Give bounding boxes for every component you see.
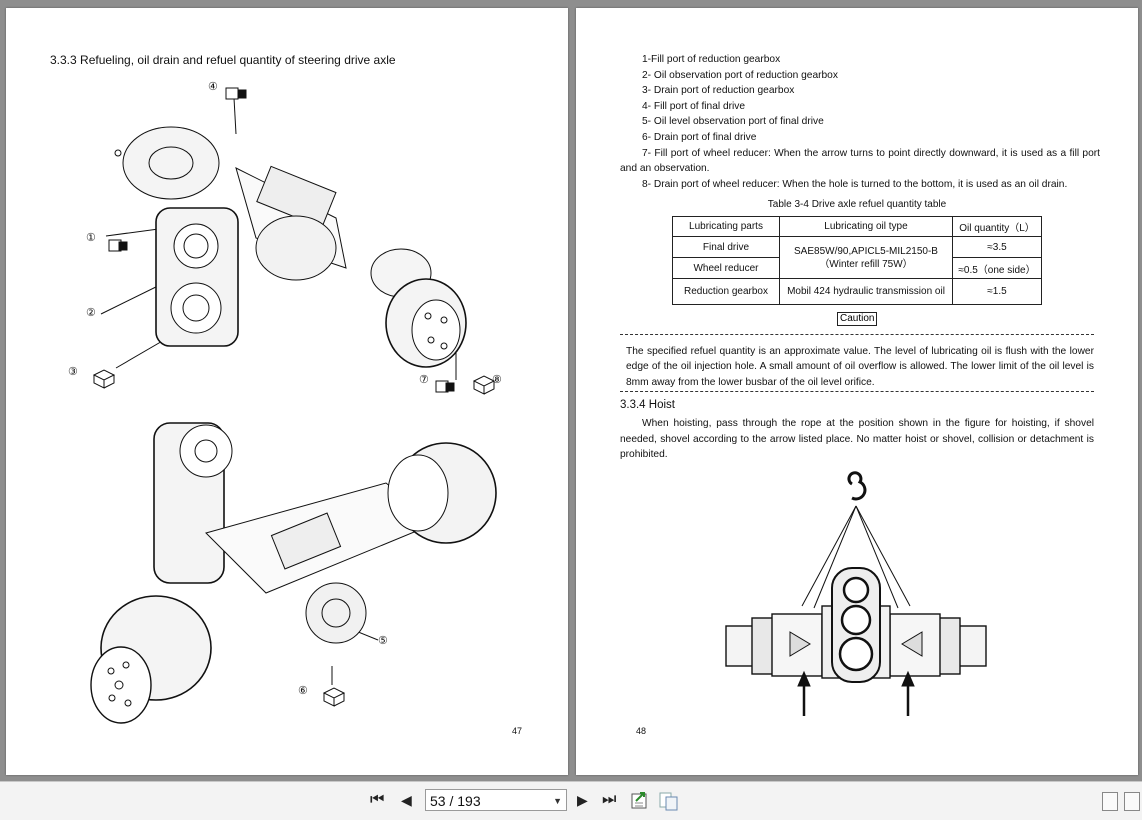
dashed-divider (620, 391, 1094, 392)
callout-4: ④ (208, 81, 218, 93)
page-48: 1-Fill port of reduction gearbox 2- Oil … (576, 8, 1138, 775)
chevron-down-icon: ▼ (553, 796, 562, 806)
table-cell: Final drive (672, 236, 780, 258)
first-page-button[interactable]: ⏮ (370, 791, 385, 808)
table-cell: Wheel reducer (672, 257, 780, 279)
list-item: 7- Fill port of wheel reducer: When the … (620, 147, 1100, 175)
table-cell: SAE85W/90,APICL5-MIL2150-B（Winter refill… (779, 236, 953, 279)
callout-3: ③ (68, 366, 78, 378)
refuel-quantity-table: Lubricating parts Lubricating oil type O… (672, 216, 1042, 305)
port-list: 1-Fill port of reduction gearbox 2- Oil … (620, 52, 1100, 192)
hoist-paragraph: When hoisting, pass through the rope at … (620, 418, 1094, 461)
next-page-button[interactable]: ▶ (577, 792, 588, 808)
two-page-view-icon[interactable] (658, 791, 680, 811)
list-item: 4- Fill port of final drive (642, 100, 746, 112)
thumbnail-icon[interactable] (1124, 792, 1140, 811)
table-cell: ≈3.5 (952, 236, 1042, 258)
last-page-button[interactable]: ⏭ (602, 791, 617, 808)
list-item: 1-Fill port of reduction gearbox (642, 54, 781, 65)
document-list-icon[interactable] (1102, 792, 1118, 811)
table-cell: Mobil 424 hydraulic transmission oil (779, 278, 953, 305)
list-item: 8- Drain port of wheel reducer: When the… (642, 178, 1068, 190)
caution-text: The specified refuel quantity is an appr… (626, 346, 1094, 388)
table-header: Oil quantity（L） (952, 216, 1042, 237)
hoist-figure (725, 471, 987, 716)
page-number-select[interactable]: 53 / 193 ▼ (425, 789, 567, 811)
viewer-toolbar: ⏮ ◀ 53 / 193 ▼ ▶ ⏭ (0, 781, 1142, 820)
section-heading-3-3-3: 3.3.3 Refueling, oil drain and refuel qu… (50, 53, 396, 67)
table-header: Lubricating parts (672, 216, 780, 237)
axle-figure-bottom (90, 422, 497, 724)
list-item: 2- Oil observation port of reduction gea… (642, 69, 838, 81)
table-cell: Reduction gearbox (672, 278, 780, 305)
table-cell: ≈0.5（one side） (952, 257, 1042, 279)
document-viewport[interactable]: 3.3.3 Refueling, oil drain and refuel qu… (0, 0, 1142, 781)
table-cell: ≈1.5 (952, 278, 1042, 305)
axle-figure-top (92, 87, 496, 395)
list-item: 6- Drain port of final drive (642, 131, 757, 143)
callout-1: ① (86, 232, 96, 244)
export-page-icon[interactable] (630, 791, 652, 811)
page-number: 48 (636, 726, 647, 736)
caution-label: Caution (837, 312, 878, 326)
callout-7: ⑦ (419, 374, 429, 386)
dashed-divider (620, 334, 1094, 335)
page-47: 3.3.3 Refueling, oil drain and refuel qu… (6, 8, 568, 775)
table-caption: Table 3-4 Drive axle refuel quantity tab… (767, 199, 947, 210)
callout-2: ② (86, 307, 96, 319)
table-header: Lubricating oil type (779, 216, 953, 237)
page-indicator: 53 / 193 (430, 793, 481, 809)
callout-6: ⑥ (298, 685, 308, 697)
page-number: 47 (512, 726, 523, 736)
list-item: 5- Oil level observation port of final d… (642, 116, 824, 128)
callout-8: ⑧ (492, 374, 502, 386)
list-item: 3- Drain port of reduction gearbox (642, 85, 795, 97)
callout-5: ⑤ (378, 635, 388, 647)
prev-page-button[interactable]: ◀ (401, 792, 412, 808)
section-heading-3-3-4: 3.3.4 Hoist (620, 399, 675, 411)
